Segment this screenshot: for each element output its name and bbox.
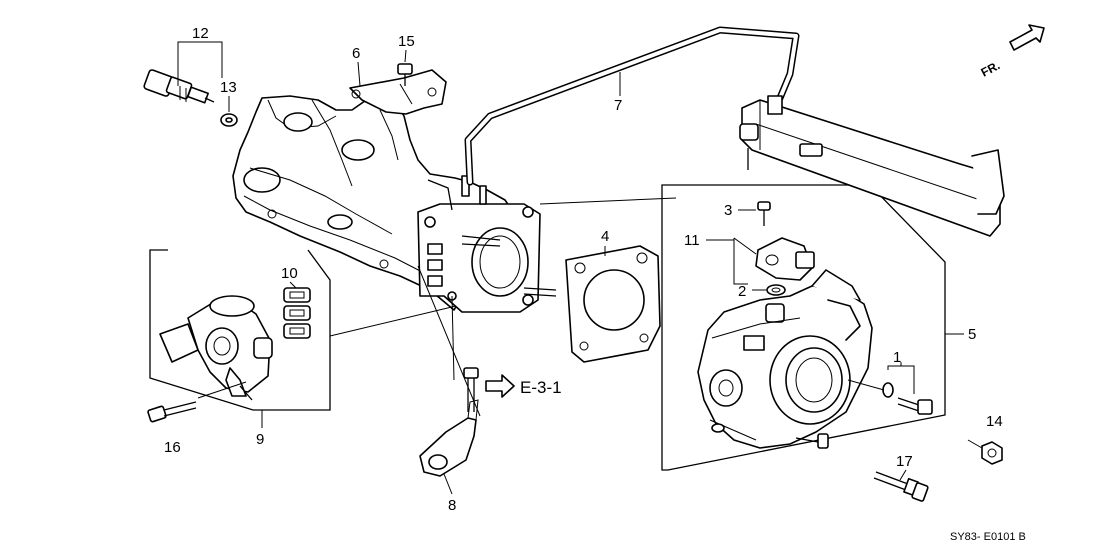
leader-lines — [177, 41, 983, 495]
callout-4: 4 — [601, 228, 609, 245]
callout-11: 11 — [684, 232, 700, 249]
direction-label: FR. — [979, 58, 1003, 79]
part-17-bolt — [873, 471, 929, 502]
part-13-washer — [220, 113, 238, 127]
reference-arrow — [485, 374, 515, 398]
callout-14: 14 — [986, 413, 1003, 430]
part-2-o-ring — [766, 284, 786, 296]
callout-1: 1 — [893, 349, 901, 366]
callout-labels: 1 2 3 4 5 6 7 8 9 10 11 12 13 14 15 16 1… — [164, 25, 1003, 514]
part-14-nut — [981, 441, 1003, 465]
callout-8: 8 — [448, 497, 456, 514]
callout-7: 7 — [614, 97, 622, 114]
callout-5: 5 — [968, 326, 976, 343]
callout-15: 15 — [398, 33, 415, 50]
part-9-idle-air-control-valve — [159, 295, 273, 401]
callout-17: 17 — [896, 453, 913, 470]
part-16-bolt — [147, 401, 197, 423]
fuel-rail — [739, 95, 1005, 237]
intake-manifold — [232, 95, 557, 313]
idle-air-control-group-box — [149, 249, 331, 411]
part-10-gasket — [283, 287, 311, 339]
callout-12: 12 — [192, 25, 209, 42]
throttle-body — [697, 269, 873, 449]
part-8-bracket — [419, 399, 479, 477]
part-12-sensor — [143, 69, 215, 104]
callout-9: 9 — [256, 431, 264, 448]
drawing-code: SY83- E0101 B — [950, 531, 1026, 543]
part-15-bolt — [397, 63, 413, 86]
front-direction-indicator: FR. — [979, 24, 1045, 80]
part-7-hose — [464, 26, 800, 186]
part-11-throttle-position-sensor — [755, 237, 815, 281]
bracket-bolt — [463, 367, 479, 412]
callout-10: 10 — [281, 265, 298, 282]
part-6-bracket — [349, 69, 447, 115]
part-1-screw — [882, 382, 933, 415]
callout-13: 13 — [220, 79, 237, 96]
callout-16: 16 — [164, 439, 181, 456]
part-3-screw — [757, 201, 771, 226]
callout-2: 2 — [738, 283, 746, 300]
part-4-gasket — [565, 245, 661, 363]
section-reference: E-3-1 — [520, 378, 562, 397]
callout-6: 6 — [352, 45, 360, 62]
callout-3: 3 — [724, 202, 732, 219]
